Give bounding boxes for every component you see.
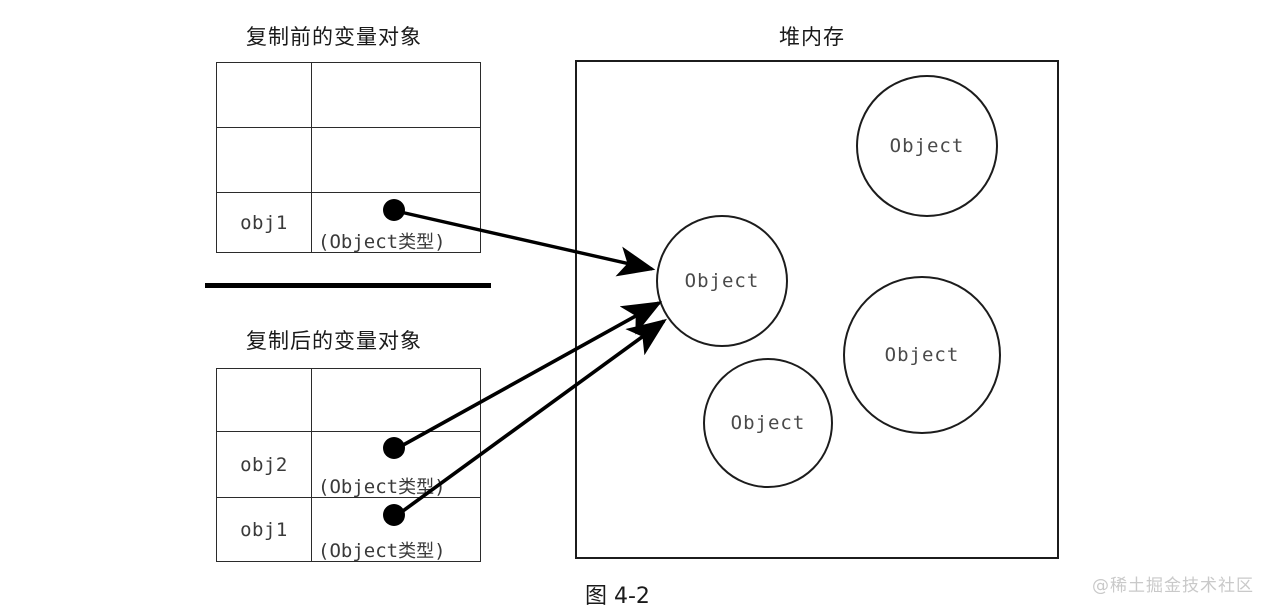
before-obj1-value-label: (Object类型) bbox=[318, 231, 446, 253]
table-row bbox=[216, 127, 481, 193]
before-table-title: 复制前的变量对象 bbox=[246, 25, 422, 49]
before-variable-object-table: obj1 (Object类型) bbox=[216, 62, 481, 253]
before-row2-name-obj1: obj1 bbox=[216, 192, 312, 253]
before-row1-name bbox=[216, 127, 312, 193]
watermark: @稀土掘金技术社区 bbox=[1092, 576, 1254, 596]
table-row bbox=[216, 368, 481, 432]
after-row2-name-obj1: obj1 bbox=[216, 497, 312, 562]
after-row0-value bbox=[311, 368, 481, 432]
heap-object-bottom-left-label: Object bbox=[730, 412, 806, 434]
after-obj2-pointer-dot bbox=[383, 437, 405, 459]
section-divider bbox=[205, 283, 491, 288]
before-row1-value bbox=[311, 127, 481, 193]
heap-object-bottom-right-label: Object bbox=[884, 344, 960, 366]
after-obj2-value-label: (Object类型) bbox=[318, 476, 446, 498]
heap-object-center: Object bbox=[656, 215, 788, 347]
after-variable-object-table: obj2 (Object类型) obj1 (Object类型) bbox=[216, 368, 481, 562]
figure-caption: 图 4-2 bbox=[585, 584, 650, 609]
before-row0-value bbox=[311, 62, 481, 128]
heap-object-bottom-right: Object bbox=[843, 276, 1001, 434]
table-row bbox=[216, 62, 481, 128]
after-table-title: 复制后的变量对象 bbox=[246, 329, 422, 353]
table-row: obj2 (Object类型) bbox=[216, 431, 481, 498]
heap-object-top-right: Object bbox=[856, 75, 998, 217]
heap-object-center-label: Object bbox=[684, 270, 760, 292]
after-row1-name-obj2: obj2 bbox=[216, 431, 312, 498]
table-row: obj1 (Object类型) bbox=[216, 192, 481, 253]
heap-title: 堆内存 bbox=[779, 25, 845, 49]
table-row: obj1 (Object类型) bbox=[216, 497, 481, 562]
before-obj1-pointer-dot bbox=[383, 199, 405, 221]
after-row0-name bbox=[216, 368, 312, 432]
after-obj1-pointer-dot bbox=[383, 504, 405, 526]
heap-object-top-right-label: Object bbox=[889, 135, 965, 157]
after-obj1-value-label: (Object类型) bbox=[318, 540, 446, 562]
before-row0-name bbox=[216, 62, 312, 128]
heap-object-bottom-left: Object bbox=[703, 358, 833, 488]
